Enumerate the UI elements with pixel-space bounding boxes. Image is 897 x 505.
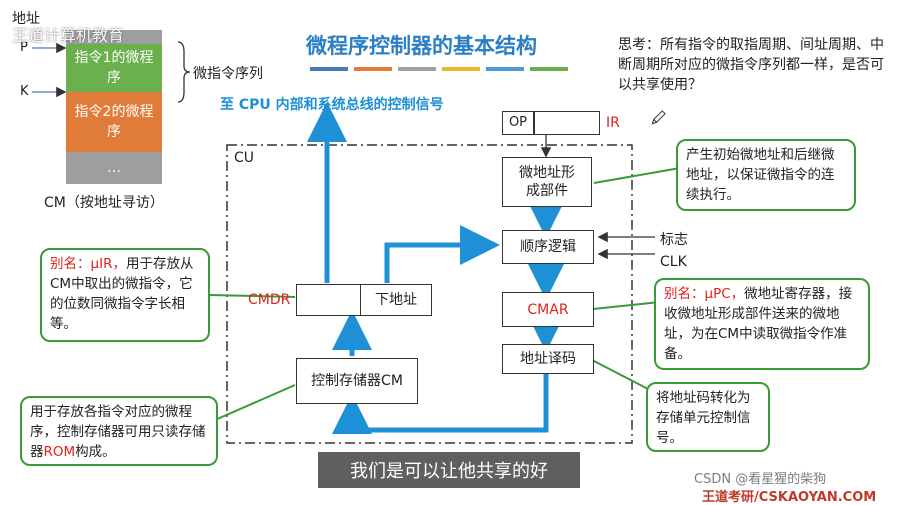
- control-memory-cm: 控制存储器CM: [296, 358, 418, 404]
- ir-op-field: OP: [502, 111, 534, 135]
- data-paths: [307, 102, 566, 434]
- cmdr-register: [296, 284, 362, 316]
- cu-boundary: [226, 144, 633, 444]
- callout-address-generator: 产生初始微地址和后继微地址，以保证微指令的连续执行。: [676, 139, 856, 211]
- video-subtitle: 我们是可以让他共享的好: [318, 452, 580, 488]
- cm-block-top: [66, 30, 162, 44]
- callout-decoder: 将地址码转化为存储单元控制信号。: [646, 382, 770, 452]
- flag-input-label: 标志: [660, 232, 688, 248]
- clk-input-label: CLK: [660, 254, 687, 270]
- pointer-p-label: P: [20, 40, 28, 55]
- watermark-top: 王道计算机教育: [12, 26, 125, 45]
- footer-brand: 王道考研/CSKAOYAN.COM: [702, 490, 877, 505]
- micro-address-generator: 微地址形成部件: [502, 157, 592, 207]
- title-underline: [310, 67, 568, 71]
- cm-address-label: 地址: [12, 11, 40, 27]
- callout-cmar: 别名：μPC，微地址寄存器，接收微地址形成部件送来的微地址，为在CM中读取微指令…: [654, 278, 870, 370]
- page-title: 微程序控制器的基本结构: [306, 34, 537, 58]
- cm-caption: CM（按地址寻访）: [44, 195, 164, 211]
- address-decoder: 地址译码: [502, 344, 594, 374]
- microinstruction-sequence-label: 微指令序列: [193, 66, 263, 82]
- cu-label: CU: [234, 150, 255, 166]
- pencil-icon: [651, 110, 666, 125]
- ir-rest-field: [534, 111, 600, 135]
- cmdr-next-address: 下地址: [360, 284, 432, 316]
- cmar-register: CMAR: [502, 292, 594, 327]
- callout-control-memory: 用于存放各指令对应的微程序，控制存储器可用只读存储器ROM构成。: [20, 396, 218, 466]
- csdn-watermark: CSDN @看星猩的柴狗: [694, 472, 827, 487]
- callout-cmdr: 别名：μIR，用于存放从CM中取出的微指令，它的位数同微指令字长相等。: [40, 248, 210, 342]
- cmdr-label: CMDR: [248, 292, 291, 308]
- cm-block-instr2: 指令2的微程序: [66, 92, 162, 152]
- cm-block-instr1: 指令1的微程序: [66, 44, 162, 92]
- question-text: 思考：所有指令的取指周期、间址周期、中断周期所对应的微指令序列都一样，是否可以共…: [618, 37, 884, 93]
- pointer-k-label: K: [20, 84, 29, 99]
- sequence-logic: 顺序逻辑: [502, 230, 594, 264]
- cm-block-rest: …: [66, 152, 162, 184]
- ir-label: IR: [606, 115, 620, 131]
- control-signal-label: 至 CPU 内部和系统总线的控制信号: [220, 97, 444, 113]
